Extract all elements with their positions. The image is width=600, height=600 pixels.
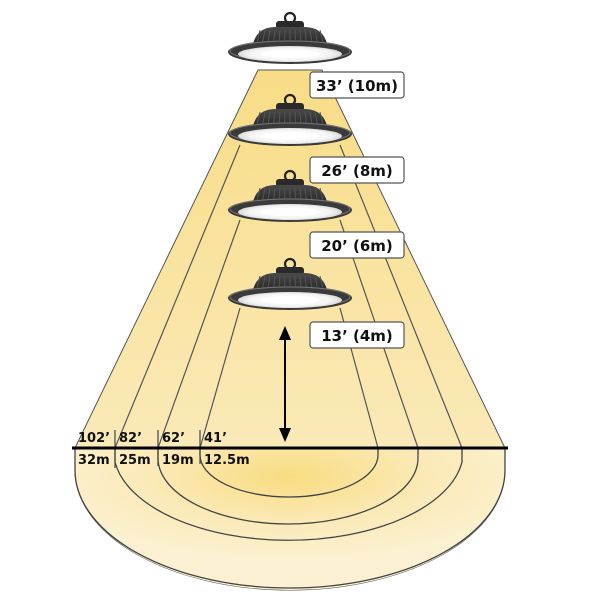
height-label-26ft: 26’ (8m)	[309, 156, 405, 184]
height-label-20ft: 20’ (6m)	[309, 231, 405, 259]
coverage-meters-25: 25m	[119, 453, 151, 468]
floor-glow	[75, 448, 505, 590]
height-label-13ft: 13’ (4m)	[309, 321, 405, 349]
beam-26ft-edge	[114, 144, 463, 449]
coverage-meters-12-5: 12.5m	[204, 453, 250, 468]
svg-text:26’ (8m): 26’ (8m)	[321, 162, 393, 180]
ufo-high-bay-light-icon	[228, 257, 352, 310]
svg-text:33’ (10m): 33’ (10m)	[316, 77, 398, 95]
double-arrow-icon	[279, 326, 291, 442]
coverage-meters-19: 19m	[162, 453, 194, 468]
coverage-meters-32: 32m	[78, 453, 110, 468]
ufo-high-bay-light-icon	[228, 169, 352, 222]
svg-text:13’ (4m): 13’ (4m)	[321, 327, 393, 345]
coverage-ring-82ft	[114, 448, 463, 541]
coverage-ring-102ft	[74, 448, 506, 589]
coverage-feet-62: 62’	[162, 431, 185, 446]
coverage-feet-82: 82’	[119, 431, 142, 446]
coverage-ring-62ft	[157, 448, 419, 525]
coverage-ring-41ft	[199, 448, 379, 498]
ufo-high-bay-light-icon	[228, 93, 352, 146]
ufo-high-bay-light-icon	[228, 11, 352, 64]
coverage-feet-41: 41’	[204, 431, 227, 446]
height-label-33ft: 33’ (10m)	[309, 71, 405, 99]
svg-text:20’ (6m): 20’ (6m)	[321, 237, 393, 255]
coverage-feet-102: 102’	[78, 431, 110, 446]
